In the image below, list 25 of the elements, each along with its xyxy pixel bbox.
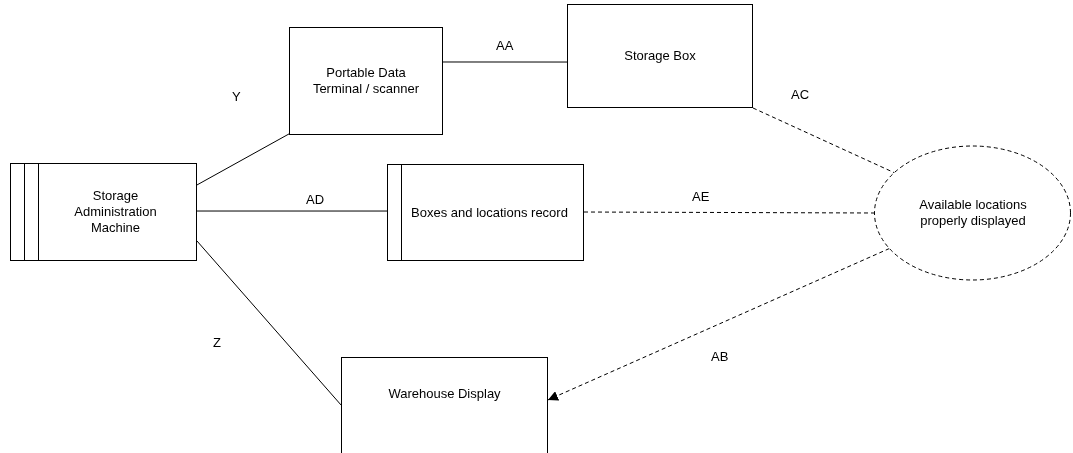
process-box-with-side-bars: [387, 164, 584, 261]
outcome-ellipse: [874, 145, 1072, 281]
process-box-with-side-bars: [10, 163, 197, 261]
process-box: [567, 4, 753, 108]
connector-line: [196, 210, 388, 212]
process-box: [341, 357, 548, 453]
edge-label: AE: [691, 189, 711, 204]
node-label: Storage Box: [624, 48, 696, 64]
edge-label: AC: [790, 87, 811, 102]
node-label: Available locations properly displayed: [918, 197, 1028, 229]
connector-line: [583, 211, 875, 214]
edge-label: Z: [212, 335, 222, 350]
connector-line: [442, 61, 568, 63]
node-label: Portable Data Terminal / scanner: [311, 65, 421, 97]
edge-label: AD: [305, 192, 326, 207]
process-box: [289, 27, 443, 135]
edge-label: Y: [231, 89, 242, 104]
edge-label: AA: [495, 38, 515, 53]
arrow: [547, 248, 890, 401]
connector-line: [196, 133, 290, 186]
node-label: Boxes and locations record: [411, 204, 568, 221]
node-label: Storage Administration Machine: [73, 188, 158, 236]
node-label: Warehouse Display: [388, 386, 501, 402]
connector-line: [196, 240, 342, 406]
edge-label: AB: [710, 349, 730, 364]
